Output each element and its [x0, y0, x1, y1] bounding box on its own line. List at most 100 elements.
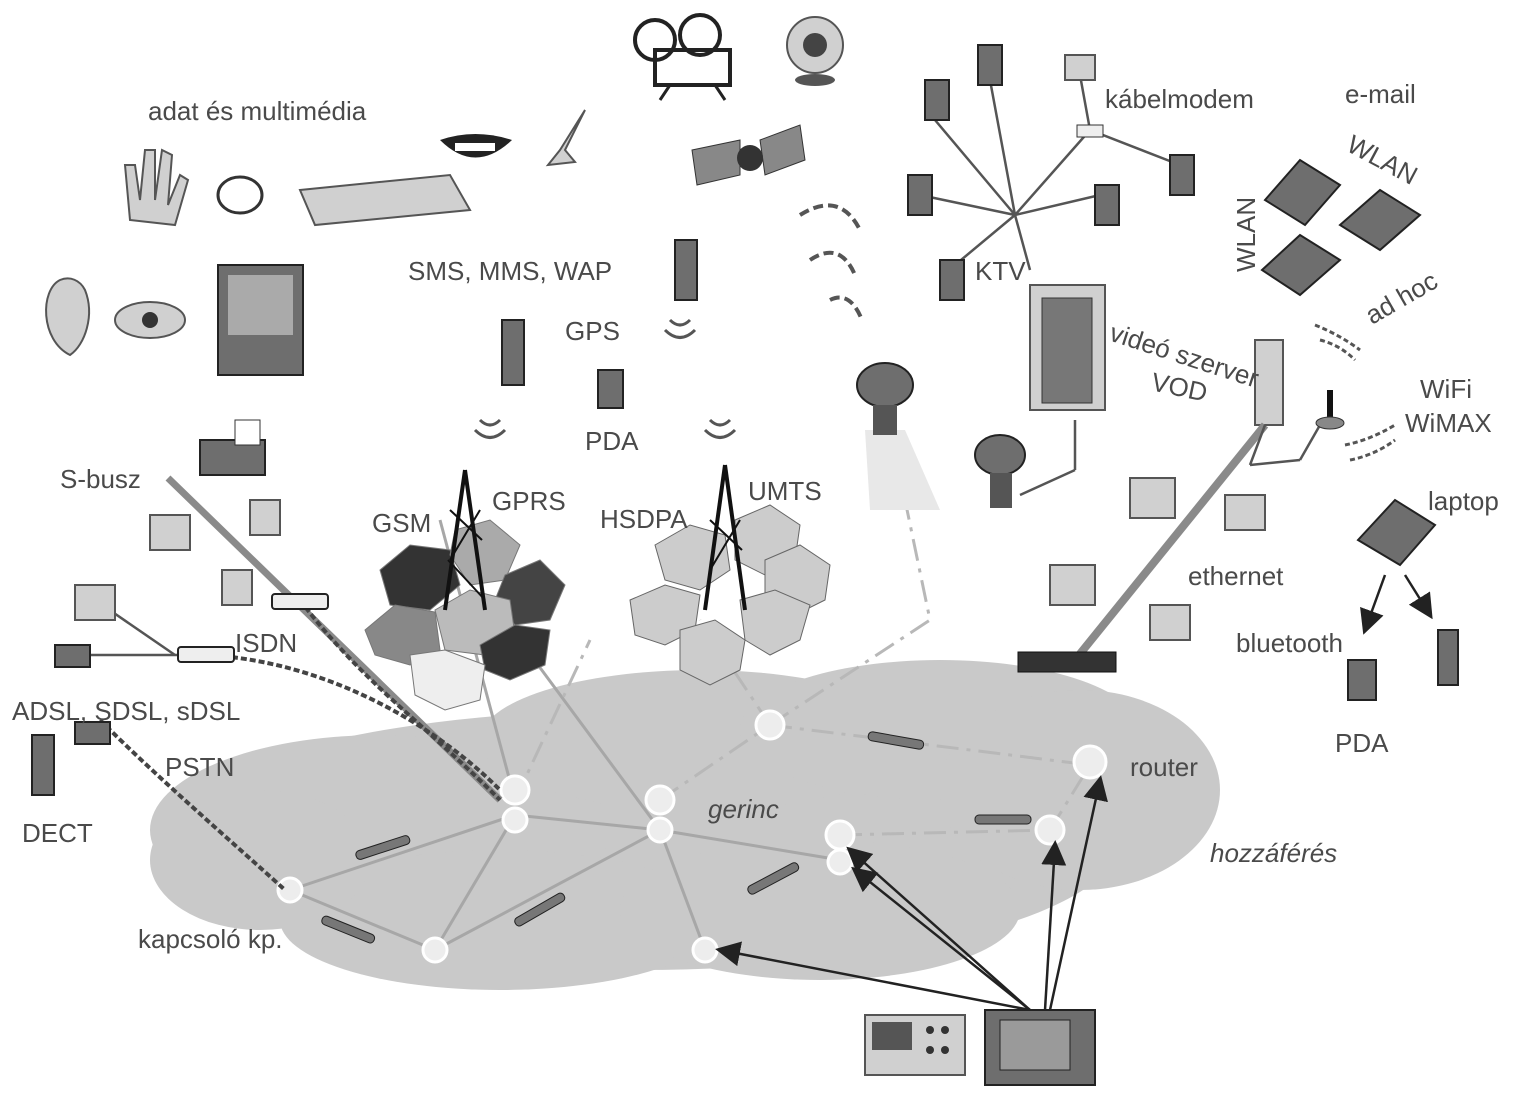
label-wlan-1: WLAN	[1342, 129, 1422, 191]
label-hsdpa: HSDPA	[600, 504, 688, 534]
modem-icon	[54, 644, 91, 668]
cell-tower-icon	[703, 464, 747, 611]
mouse-icon	[216, 175, 264, 215]
label-umts: UMTS	[748, 476, 822, 506]
fax-icon	[249, 499, 281, 536]
switch-node	[421, 936, 449, 964]
pc-icon	[1064, 54, 1096, 81]
management-workstation-icon	[864, 1009, 1096, 1086]
hand-icon	[123, 148, 190, 227]
label-pda-top: PDA	[585, 426, 639, 456]
label-gps: GPS	[565, 316, 620, 346]
router-node	[1072, 744, 1108, 780]
ear-icon	[45, 277, 90, 357]
router-node	[754, 709, 786, 741]
laptop-icon	[1260, 233, 1342, 297]
satellite-link	[798, 203, 1077, 510]
switch-node	[276, 876, 304, 904]
mobile-phone-icon	[501, 319, 525, 386]
pc-icon	[1224, 494, 1266, 531]
label-email: e-mail	[1345, 79, 1416, 109]
film-camera-icon	[633, 13, 732, 101]
label-ktv: KTV	[975, 256, 1026, 286]
pc-icon	[149, 514, 191, 551]
wireless-signal-icon	[663, 318, 697, 339]
router-node	[824, 819, 856, 851]
fiber-icon	[355, 835, 411, 860]
switch-icon	[1017, 651, 1117, 673]
label-gprs: GPRS	[492, 486, 566, 516]
wireless-lan	[1260, 158, 1459, 701]
fiber-icon	[514, 892, 566, 927]
fiber-icon	[867, 731, 925, 750]
label-kabelmodem: kábelmodem	[1105, 84, 1254, 114]
multimedia-devices	[45, 13, 844, 376]
pda-icon	[597, 369, 624, 409]
printer-icon	[199, 439, 266, 476]
label-pda-bottom: PDA	[1335, 728, 1389, 758]
dsl-modem-icon	[177, 646, 235, 663]
phone-icon	[221, 569, 253, 606]
tv-set-icon	[977, 44, 1003, 86]
switch-node	[501, 806, 529, 834]
pc-icon	[74, 584, 116, 621]
management-arrows	[715, 775, 1108, 1012]
label-wifi: WiFi	[1420, 374, 1472, 404]
router-node	[1034, 814, 1066, 846]
ethernet-segment	[1017, 422, 1322, 673]
wireless-signal-icon	[1344, 423, 1396, 462]
pda-icon	[1347, 659, 1377, 701]
label-router: router	[1130, 752, 1198, 782]
tv-set-icon	[924, 79, 950, 121]
ethernet-hub-icon	[1254, 339, 1284, 426]
wireless-signal-icon	[1314, 323, 1361, 362]
microphone-icon	[545, 109, 586, 167]
label-laptop: laptop	[1428, 486, 1499, 516]
cable-tv-tree	[907, 44, 1195, 301]
access-lines	[90, 475, 503, 892]
fiber-segments	[321, 731, 1032, 944]
label-kapcsolo: kapcsoló kp.	[138, 924, 283, 954]
wireless-signal-icon	[473, 418, 507, 439]
pc-icon	[1129, 477, 1176, 519]
fiber-icon	[321, 915, 376, 944]
label-ethernet: ethernet	[1188, 561, 1284, 591]
label-gerinc: gerinc	[708, 794, 779, 824]
label-bluetooth: bluetooth	[1236, 628, 1343, 658]
switch-node	[646, 816, 674, 844]
label-s-busz: S-busz	[60, 464, 141, 494]
satellite-dish-icon	[974, 434, 1026, 476]
pc-icon	[1049, 564, 1096, 606]
wireless-signal-icon	[703, 418, 737, 439]
router-node	[499, 774, 531, 806]
cable-modem-icon	[1076, 124, 1104, 138]
label-hozzaferes: hozzáférés	[1210, 838, 1337, 868]
cell-tower-icon	[443, 469, 487, 611]
isdn-terminals	[31, 419, 281, 796]
label-adsl: ADSL, SDSL, sDSL	[12, 696, 240, 726]
laptop-icon	[1338, 188, 1422, 252]
mobile-phone-icon	[674, 239, 698, 301]
mobile-phone-icon	[1437, 629, 1459, 686]
label-sms-mms-wap: SMS, MMS, WAP	[408, 256, 612, 286]
label-wimax: WiMAX	[1405, 408, 1492, 438]
mobile-devices	[473, 239, 737, 439]
tv-set-icon	[1094, 184, 1120, 226]
label-isdn: ISDN	[235, 628, 297, 658]
webcam-icon	[786, 16, 844, 86]
tv-set-icon	[907, 174, 933, 216]
satellite-dish-icon	[856, 362, 914, 408]
label-ad-hoc: ad hoc	[1360, 265, 1443, 330]
tv-set-icon	[939, 259, 965, 301]
tv-set-icon	[1169, 154, 1195, 196]
laptop-icon	[1263, 158, 1342, 227]
fiber-icon	[974, 814, 1032, 825]
label-wlan-2: WLAN	[1231, 197, 1261, 272]
fiber-icon	[747, 862, 800, 895]
label-data-multimedia: adat és multimédia	[148, 96, 367, 126]
gsm-cells	[364, 469, 566, 711]
switch-node	[826, 848, 854, 876]
router-node	[644, 784, 676, 816]
